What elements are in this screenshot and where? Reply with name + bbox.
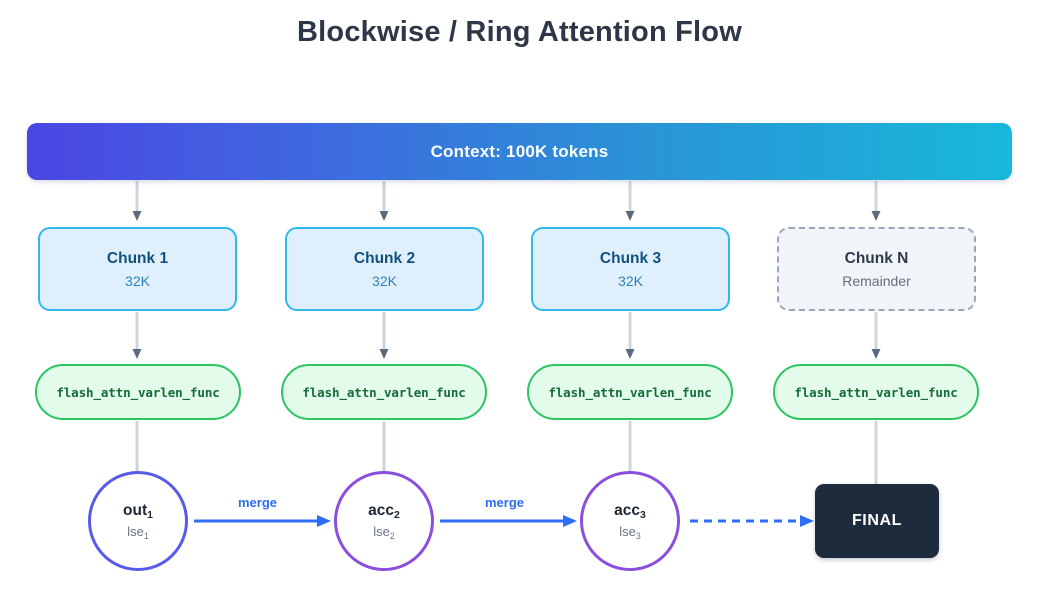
chunk-size: 32K bbox=[125, 273, 150, 290]
final-label: FINAL bbox=[851, 512, 903, 529]
chunk-box-2[interactable]: Chunk 2 32K bbox=[285, 227, 484, 311]
final-output-box[interactable]: FINAL bbox=[815, 484, 939, 558]
accumulator-circle-3[interactable]: acc3 lse3 bbox=[580, 471, 680, 571]
chunk-box-3[interactable]: Chunk 3 32K bbox=[531, 227, 730, 311]
chunk-size: Remainder bbox=[842, 273, 911, 290]
flash-attn-func-2[interactable]: flash_attn_varlen_func bbox=[281, 364, 487, 420]
flash-attn-func-4[interactable]: flash_attn_varlen_func bbox=[773, 364, 979, 420]
accumulator-output-label: out1 bbox=[123, 502, 153, 522]
flash-attn-func-1[interactable]: flash_attn_varlen_func bbox=[35, 364, 241, 420]
func-label: flash_attn_varlen_func bbox=[548, 384, 712, 400]
accumulator-output-label: acc3 bbox=[614, 502, 646, 522]
func-label: flash_attn_varlen_func bbox=[302, 384, 466, 400]
chunk-size: 32K bbox=[618, 273, 643, 290]
chunk-box-1[interactable]: Chunk 1 32K bbox=[38, 227, 237, 311]
context-banner-label: Context: 100K tokens bbox=[430, 141, 609, 161]
func-to-accumulator-connectors bbox=[135, 421, 632, 472]
chunk-size: 32K bbox=[372, 273, 397, 290]
accumulator-lse-label: lse1 bbox=[127, 524, 149, 541]
chunk-box-n[interactable]: Chunk N Remainder bbox=[777, 227, 976, 311]
chunk-title: Chunk 3 bbox=[599, 249, 662, 267]
accumulator-output-label: acc2 bbox=[368, 502, 400, 522]
chunk-title: Chunk 2 bbox=[353, 249, 416, 267]
context-banner: Context: 100K tokens bbox=[27, 123, 1012, 180]
accumulator-lse-label: lse2 bbox=[373, 524, 395, 541]
accumulator-circle-2[interactable]: acc2 lse2 bbox=[334, 471, 434, 571]
flash-attn-func-3[interactable]: flash_attn_varlen_func bbox=[527, 364, 733, 420]
merge-label-2: merge bbox=[485, 495, 525, 510]
chunk-title: Chunk 1 bbox=[106, 249, 169, 267]
accumulator-lse-label: lse3 bbox=[619, 524, 641, 541]
chunk-to-func-connectors bbox=[132, 312, 881, 359]
merge-label-1: merge bbox=[238, 495, 278, 510]
page-title: Blockwise / Ring Attention Flow bbox=[297, 16, 742, 48]
accumulator-circle-1[interactable]: out1 lse1 bbox=[88, 471, 188, 571]
func-label: flash_attn_varlen_func bbox=[794, 384, 958, 400]
banner-to-chunk-connectors bbox=[132, 181, 881, 221]
chunk-title: Chunk N bbox=[844, 249, 909, 267]
func-label: flash_attn_varlen_func bbox=[56, 384, 220, 400]
